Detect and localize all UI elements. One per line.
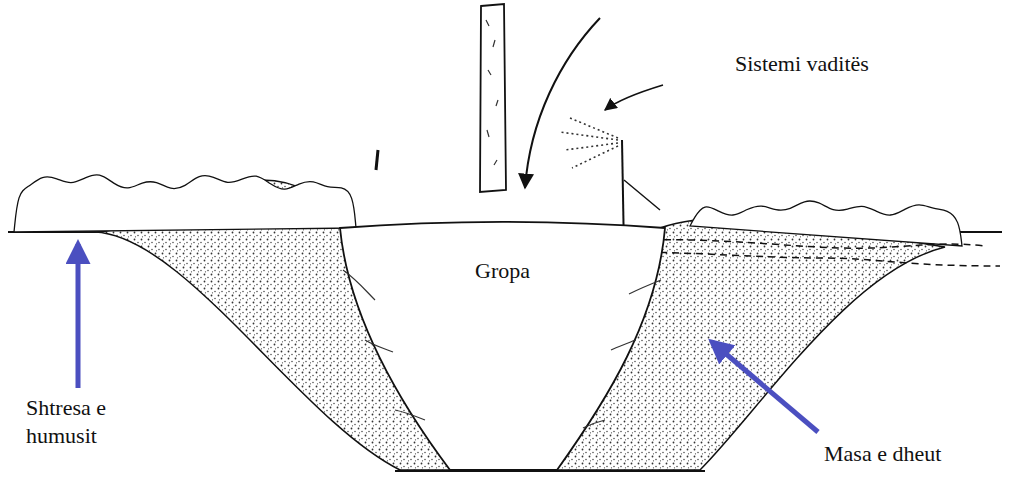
pointer-arrow [76,244,81,388]
tree-trunk [480,4,506,192]
humus-layer [14,175,356,232]
root-strand [365,340,393,352]
root-strand [629,280,661,294]
root-ball-outline [335,220,670,472]
callout-label: Shtresa e humusit [26,394,138,449]
stake-mark [376,150,378,170]
water-arrow [525,18,600,188]
irrigation-brace [624,180,660,210]
bark-texture [486,20,498,165]
root-strand [583,420,605,428]
pointer-arrow [712,342,818,432]
root-strand [611,340,635,350]
irrigation-pipe [624,252,1000,266]
root-strand [343,270,375,300]
callout-label: Sistemi vaditës [735,50,869,78]
sprinkler-spray [560,118,618,168]
irrigation-pipe [640,240,985,249]
callout-label: Masa e dheut [824,440,941,468]
pointer-arrow [605,85,663,110]
root-ball: Gropa [335,220,670,472]
root-strand [395,410,425,420]
humus-layer [690,201,962,246]
node-label: Gropa [335,258,670,284]
